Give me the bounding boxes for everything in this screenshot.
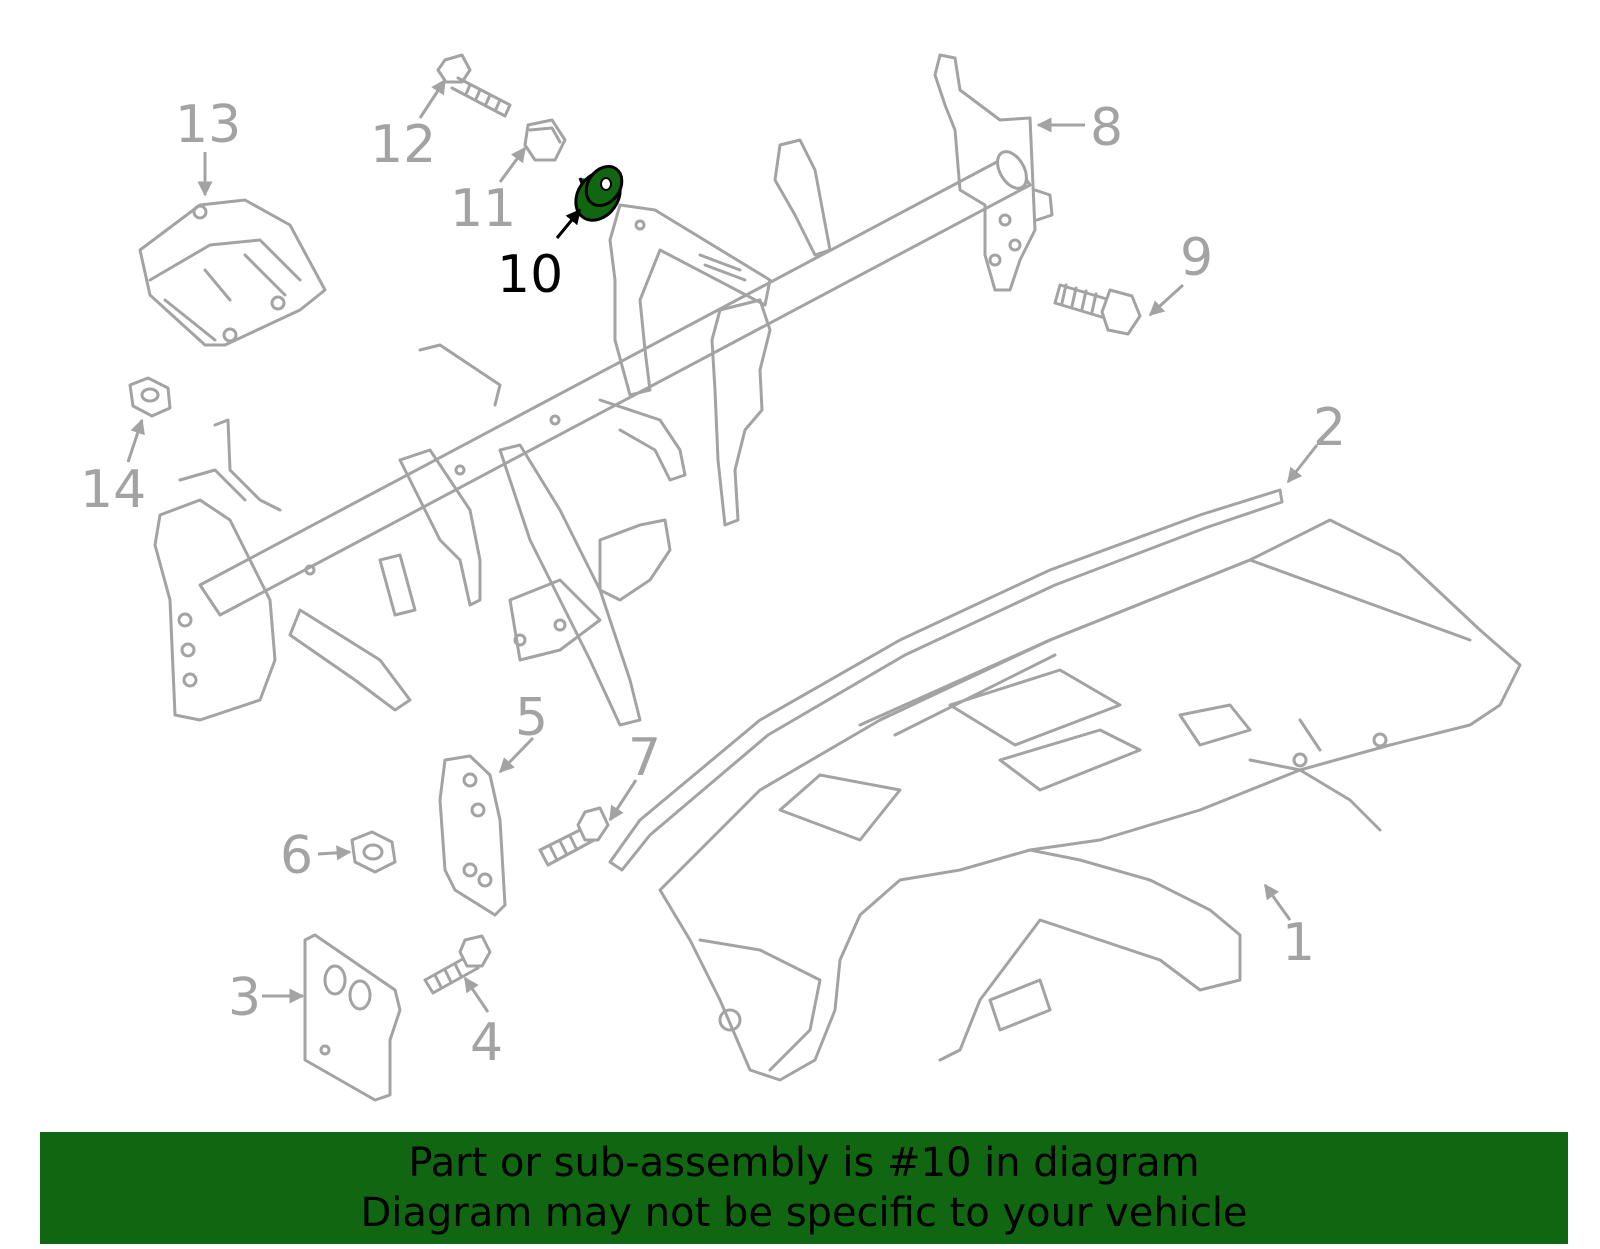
callout-7: 7	[628, 728, 661, 788]
part-12-bolt	[436, 53, 512, 118]
part-5-bracket	[438, 754, 507, 917]
callout-13: 13	[175, 95, 241, 155]
callout-3: 3	[228, 968, 261, 1028]
callout-6: 6	[280, 826, 313, 886]
part-11-clip	[523, 118, 567, 162]
part-13-cover-bracket	[138, 198, 327, 347]
callout-12: 12	[370, 115, 436, 175]
banner-line-part-number: Part or sub-assembly is #10 in diagram	[408, 1140, 1200, 1186]
part-7-stud-bolt	[538, 806, 610, 867]
part-4-bolt	[423, 934, 492, 995]
parts-diagram: 13 12 11 10 8 9 14 2 5 7 6 1 3 4	[80, 53, 1522, 1102]
callout-labels: 13 12 11 10 8 9 14 2 5 7 6 1 3 4	[80, 95, 1346, 1073]
leader-lines	[126, 78, 1319, 1013]
callout-5: 5	[515, 688, 548, 748]
callout-4: 4	[470, 1013, 503, 1073]
part-14-nut	[128, 376, 172, 418]
callout-14: 14	[80, 460, 146, 520]
part-3-plate	[303, 933, 402, 1102]
callout-1: 1	[1282, 913, 1315, 973]
part-9-bolt	[1053, 283, 1142, 336]
part-6-nut	[350, 830, 397, 874]
callout-8: 8	[1090, 98, 1123, 158]
callout-2: 2	[1313, 398, 1346, 458]
part-1-instrument-panel	[658, 518, 1522, 1082]
banner-line-disclaimer: Diagram may not be specific to your vehi…	[360, 1190, 1248, 1236]
cross-car-beam	[153, 138, 1032, 727]
part-2-defroster-strip	[608, 488, 1284, 872]
callout-11: 11	[450, 179, 516, 239]
part-10-grommet-highlighted	[574, 165, 624, 222]
callout-10: 10	[497, 245, 563, 305]
part-8-end-bracket	[933, 53, 1054, 292]
callout-9: 9	[1180, 228, 1213, 288]
info-banner: Part or sub-assembly is #10 in diagram D…	[40, 1132, 1568, 1244]
